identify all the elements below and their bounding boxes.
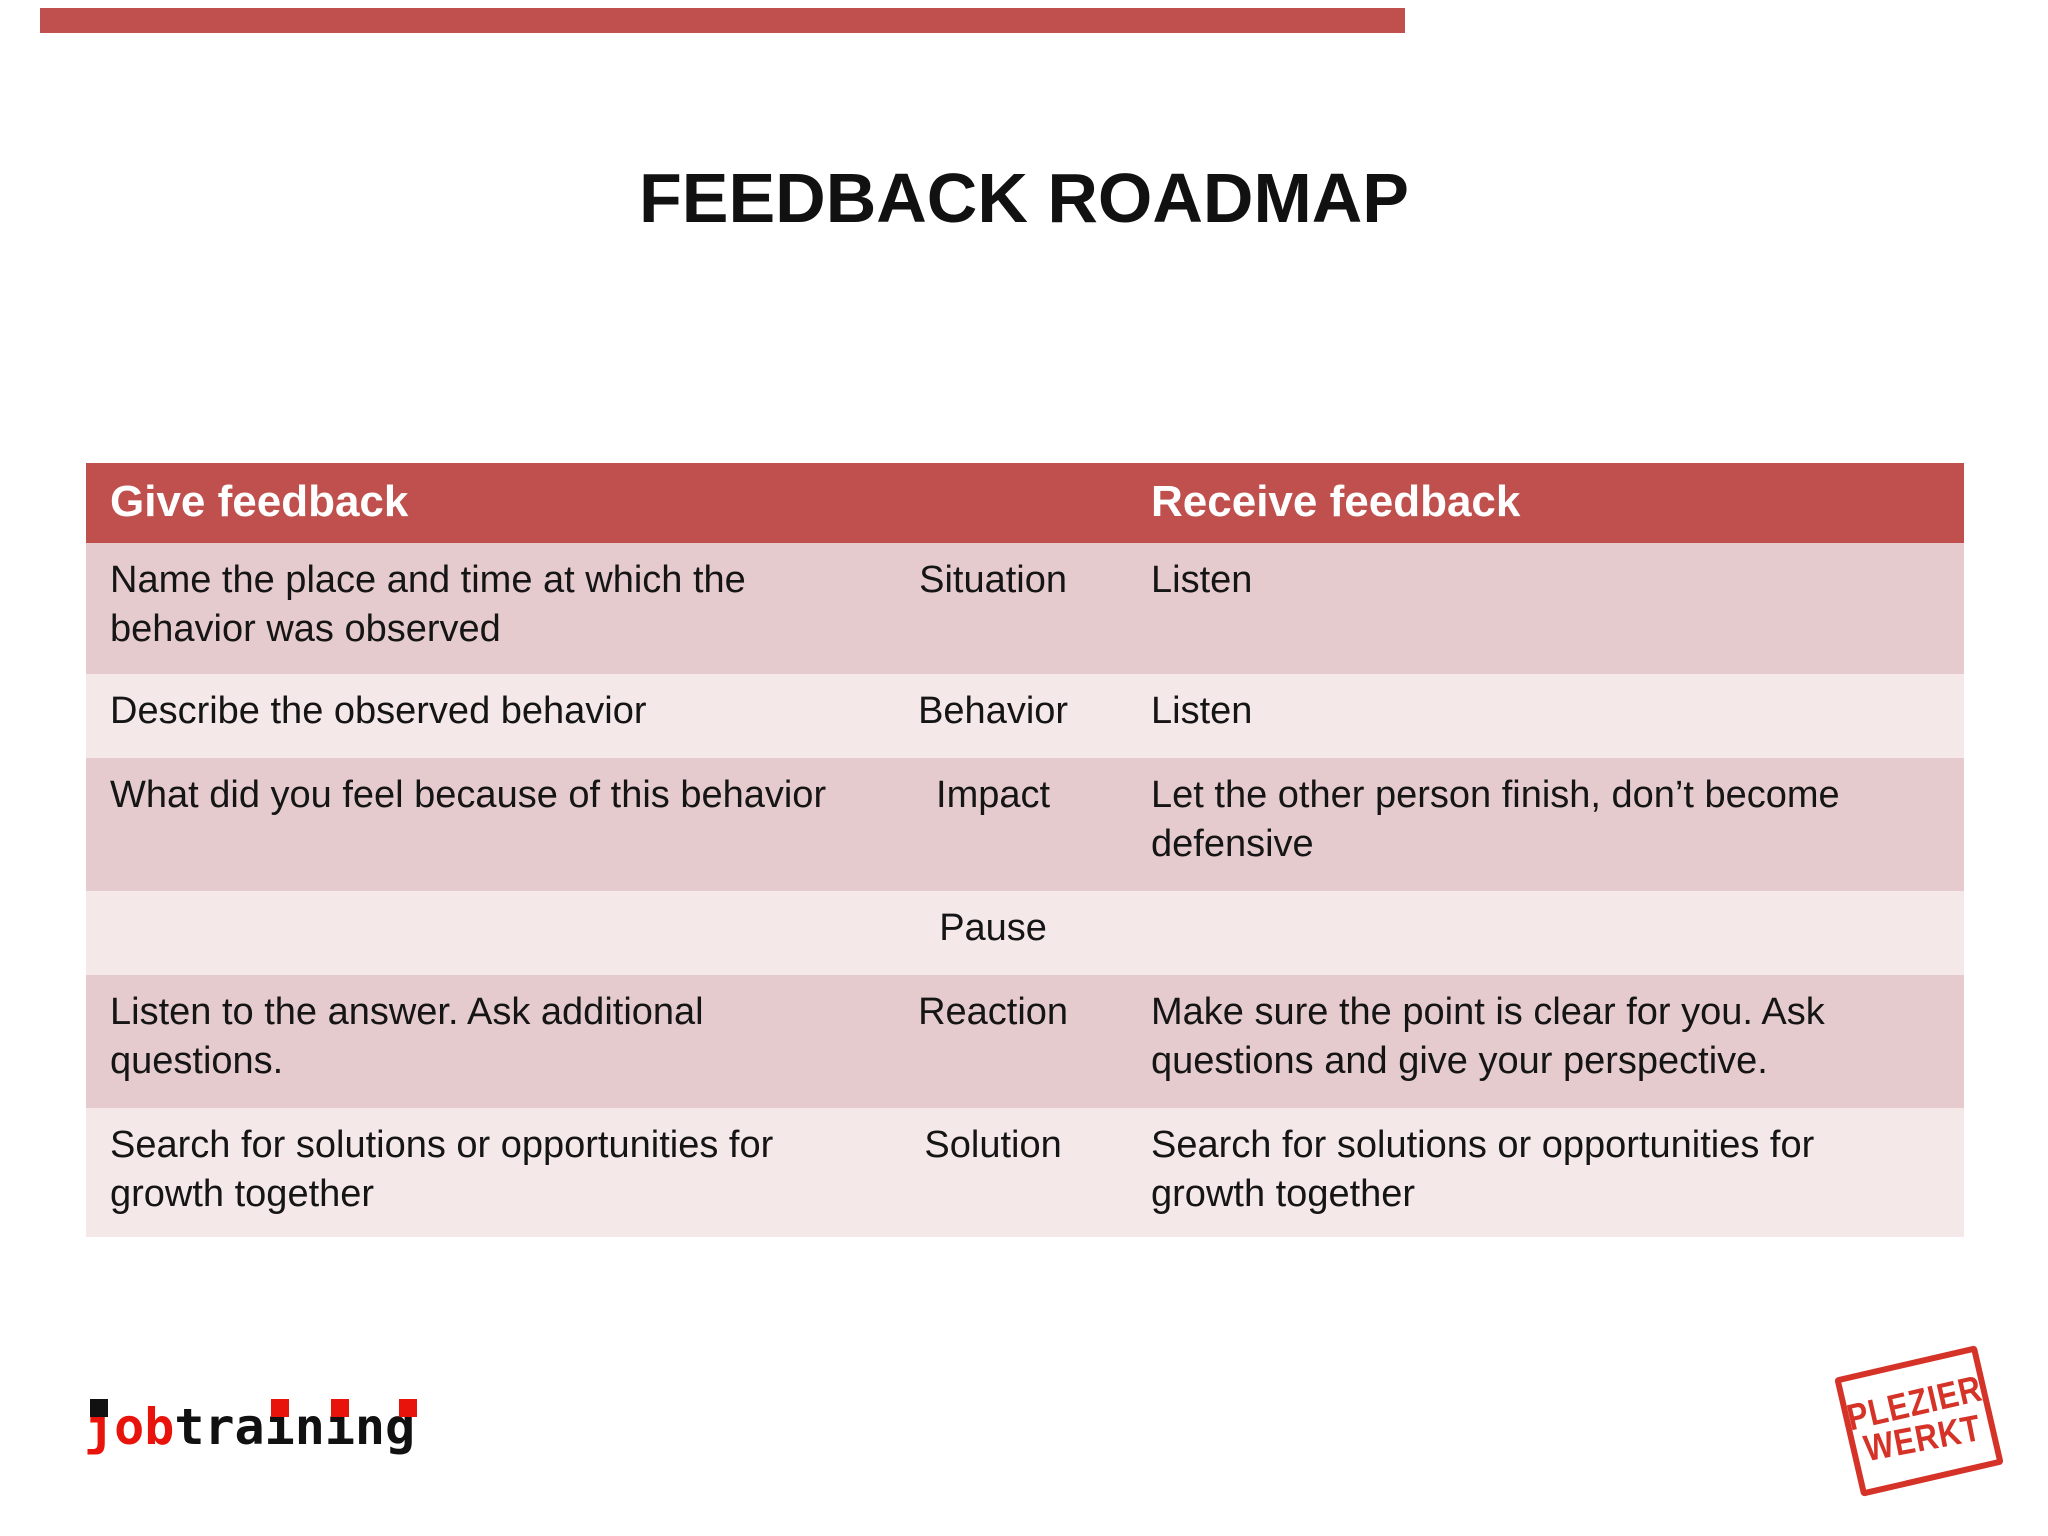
logo-black-square-icon xyxy=(90,1399,108,1417)
table-row: Pause xyxy=(86,891,1964,975)
give-cell: Search for solutions or opportunities fo… xyxy=(110,1124,774,1215)
give-cell: Name the place and time at which the beh… xyxy=(110,559,746,650)
receive-cell: Listen xyxy=(1151,559,1253,601)
receive-cell: Let the other person finish, don’t becom… xyxy=(1151,774,1840,865)
logo-red-square-icon xyxy=(271,1399,289,1417)
table-row: What did you feel because of this behavi… xyxy=(86,758,1964,891)
receive-cell xyxy=(1117,891,1964,975)
stamp-text: PLEZIER WERKT xyxy=(1843,1368,1994,1471)
logo-red-square-icon xyxy=(399,1399,417,1417)
receive-feedback-header: Receive feedback xyxy=(1151,476,1521,526)
page-title: FEEDBACK ROADMAP xyxy=(639,159,1409,237)
table-header-row: Give feedback Receive feedback xyxy=(86,463,1964,543)
step-cell: Situation xyxy=(919,559,1068,601)
table-row: Search for solutions or opportunities fo… xyxy=(86,1108,1964,1237)
step-cell: Reaction xyxy=(918,991,1069,1033)
feedback-table: Give feedback Receive feedback Name the … xyxy=(86,463,1964,1237)
top-accent-bar xyxy=(40,8,1405,33)
step-cell: Impact xyxy=(936,774,1051,816)
table-row: Name the place and time at which the beh… xyxy=(86,543,1964,674)
step-cell: Behavior xyxy=(918,690,1069,732)
table-body: Name the place and time at which the beh… xyxy=(86,543,1964,1237)
receive-cell: Listen xyxy=(1151,690,1253,732)
step-cell: Pause xyxy=(939,907,1047,949)
give-cell: What did you feel because of this behavi… xyxy=(110,774,827,816)
jobtraining-logo: jobtraining xyxy=(84,1398,417,1488)
give-cell: Describe the observed behavior xyxy=(110,690,647,732)
give-cell xyxy=(86,891,869,975)
give-cell: Listen to the answer. Ask additional que… xyxy=(110,991,704,1082)
step-cell: Solution xyxy=(924,1124,1062,1166)
give-feedback-header: Give feedback xyxy=(110,476,409,526)
table-row: Listen to the answer. Ask additional que… xyxy=(86,975,1964,1108)
logo-red-square-icon xyxy=(331,1399,349,1417)
table-row: Describe the observed behavior Behavior … xyxy=(86,674,1964,758)
receive-cell: Search for solutions or opportunities fo… xyxy=(1151,1124,1815,1215)
receive-cell: Make sure the point is clear for you. As… xyxy=(1151,991,1825,1082)
plezier-werkt-stamp: PLEZIER WERKT xyxy=(1834,1345,2004,1497)
step-header xyxy=(869,501,1117,505)
logo-training-text: training xyxy=(174,1398,416,1456)
